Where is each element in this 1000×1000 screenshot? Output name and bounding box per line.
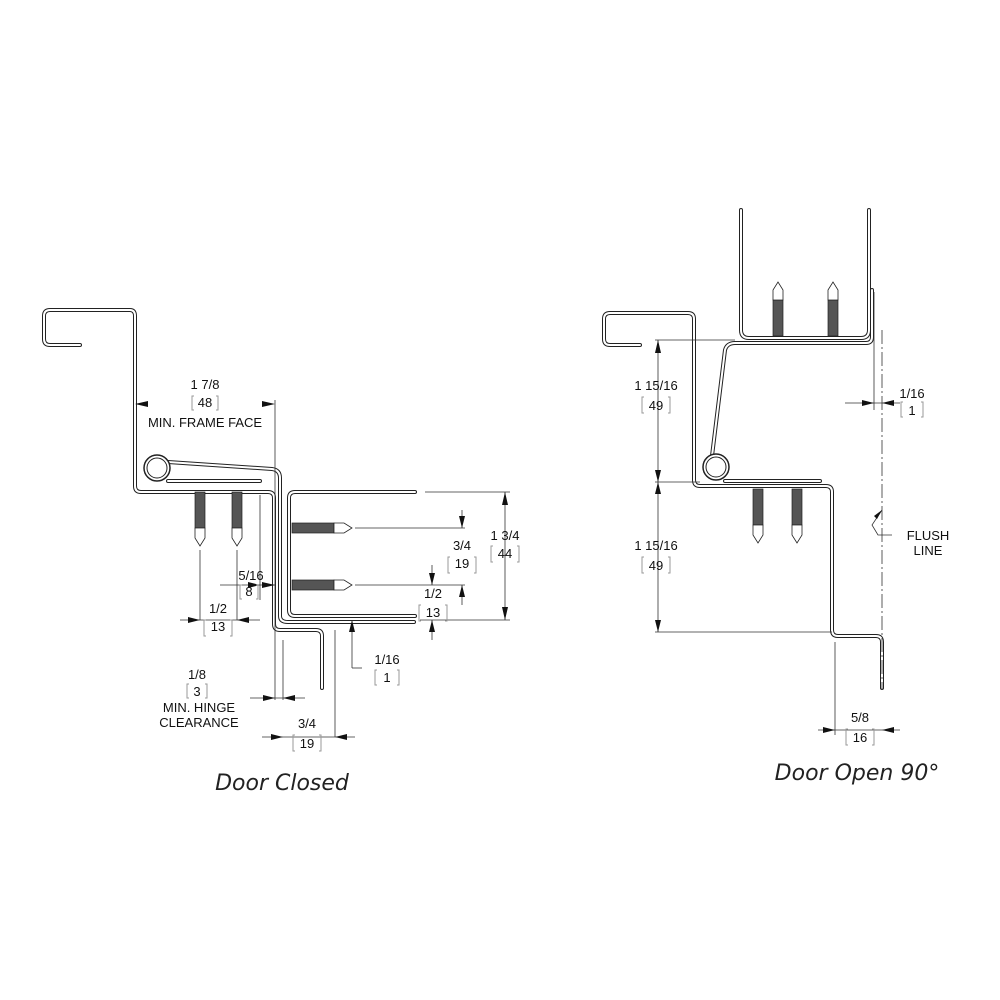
flush-line-label: LINE bbox=[914, 543, 943, 558]
hinge-clearance-label: CLEARANCE bbox=[159, 715, 239, 730]
dim-5-16: 5/16 bbox=[238, 568, 263, 583]
screw-icon bbox=[827, 281, 839, 337]
screw-icon bbox=[291, 579, 353, 591]
dim-1-2-right-metric: 13 bbox=[426, 605, 440, 620]
dim-1-2-right: 1/2 bbox=[424, 586, 442, 601]
dim-1-16-metric: 1 bbox=[908, 403, 915, 418]
dim-1-2-left: 1/2 bbox=[209, 601, 227, 616]
screw-icon bbox=[291, 522, 353, 534]
flush-line-label: FLUSH bbox=[907, 528, 950, 543]
frame-face-metric: 48 bbox=[198, 395, 212, 410]
screw-icon bbox=[791, 488, 803, 544]
door-thickness-dim: 1 3/4 bbox=[491, 528, 520, 543]
hinge-clearance-metric: 3 bbox=[193, 684, 200, 699]
hinge-knuckle bbox=[143, 454, 171, 482]
screw-icon bbox=[194, 491, 206, 547]
door-closed-drawing: 1 7/8 48 MIN. FRAME FACE 5/16 8 1/2 13 3… bbox=[42, 308, 520, 796]
dim-1-16: 1/16 bbox=[899, 386, 924, 401]
dim-1-16-metric: 1 bbox=[383, 670, 390, 685]
hinge-leaf bbox=[710, 288, 874, 458]
dim-3-4-bottom-metric: 19 bbox=[300, 736, 314, 751]
dim-bottom-metric: 49 bbox=[649, 558, 663, 573]
door-u-channel bbox=[739, 208, 871, 340]
dim-3-4-screw-metric: 19 bbox=[455, 556, 469, 571]
dim-3-4-bottom: 3/4 bbox=[298, 716, 316, 731]
dim-5-8-metric: 16 bbox=[853, 730, 867, 745]
screw-icon bbox=[772, 281, 784, 337]
screw-icon bbox=[752, 488, 764, 544]
dim-top: 1 15/16 bbox=[634, 378, 677, 393]
door-edge bbox=[287, 490, 417, 618]
dim-bottom: 1 15/16 bbox=[634, 538, 677, 553]
caption-door-closed: Door Closed bbox=[215, 771, 350, 796]
caption-door-open: Door Open 90° bbox=[775, 761, 940, 786]
door-thickness-metric: 44 bbox=[498, 546, 512, 561]
dim-top-metric: 49 bbox=[649, 398, 663, 413]
frame-face-dim: 1 7/8 bbox=[191, 377, 220, 392]
dim-3-4-screw: 3/4 bbox=[453, 538, 471, 553]
hinge-clearance-dim: 1/8 bbox=[188, 667, 206, 682]
dim-1-16: 1/16 bbox=[374, 652, 399, 667]
screw-icon bbox=[231, 491, 243, 547]
door-open-drawing: 1 15/16 49 1 15/16 49 1/16 1 FLUSH LINE … bbox=[602, 208, 950, 786]
hinge-clearance-label: MIN. HINGE bbox=[163, 700, 236, 715]
dim-1-2-left-metric: 13 bbox=[211, 619, 225, 634]
dim-5-8: 5/8 bbox=[851, 710, 869, 725]
frame-face-label: MIN. FRAME FACE bbox=[148, 415, 262, 430]
hinge-knuckle bbox=[702, 453, 730, 481]
dim-5-16-metric: 8 bbox=[245, 584, 252, 599]
